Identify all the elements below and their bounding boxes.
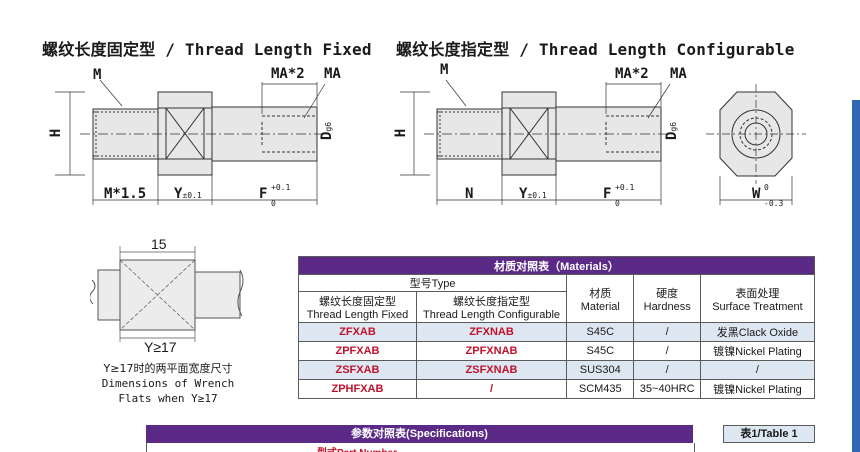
cell-surface: 镀镍Nickel Plating xyxy=(699,379,816,399)
wrench-caption-en2: Flats when Y≥17 xyxy=(118,392,218,405)
cell-fixed: ZPFXAB xyxy=(298,341,417,361)
cell-material: SUS304 xyxy=(566,360,635,380)
dim-n: N xyxy=(465,186,474,202)
cell-hardness: / xyxy=(633,341,701,361)
dim-y-min: Y≥17 xyxy=(144,339,177,355)
wrench-caption: Y≥17时的两平面宽度尺寸 Dimensions of Wrench Flats… xyxy=(68,361,268,406)
fixed-part-drawing xyxy=(55,79,330,205)
cell-surface: / xyxy=(699,360,816,380)
technical-drawing xyxy=(55,79,806,205)
title-thread-fixed: 螺纹长度固定型 / Thread Length Fixed xyxy=(42,40,372,59)
dim-d-fixed: Dg6 xyxy=(319,121,335,140)
cell-hardness: / xyxy=(633,360,701,380)
dim-m-fixed: M xyxy=(93,67,102,83)
specifications-table-title: 参数对照表(Specifications) xyxy=(146,425,693,443)
cell-material: S45C xyxy=(566,341,635,361)
cell-conf: ZSFXNAB xyxy=(415,360,568,380)
cell-surface: 镀镍Nickel Plating xyxy=(699,341,816,361)
configurable-part-drawing xyxy=(400,79,674,205)
model-type-header: 型号Type xyxy=(297,274,568,292)
dim-ma2-fixed: MA*2 xyxy=(271,66,305,82)
cell-fixed: ZFXAB xyxy=(298,322,417,342)
cell-conf: ZPFXNAB xyxy=(415,341,568,361)
dim-m15: M*1.5 xyxy=(104,186,147,202)
cell-fixed: ZPHFXAB xyxy=(298,379,417,399)
dim-ma-fixed: MA xyxy=(324,66,341,82)
table-row: ZSFXAB ZSFXNAB SUS304 / / xyxy=(298,360,816,380)
table-row: ZPHFXAB / SCM435 35~40HRC 镀镍Nickel Plati… xyxy=(298,379,816,399)
materials-table-title: 材质对照表（Materials） xyxy=(298,256,815,275)
wrench-caption-cn: Y≥17时的两平面宽度尺寸 xyxy=(103,362,233,375)
cell-hardness: 35~40HRC xyxy=(633,379,701,399)
dim-m-conf: M xyxy=(440,62,449,78)
cell-hardness: / xyxy=(633,322,701,342)
dim-y-fixed: Y±0.1 xyxy=(174,186,202,202)
cell-fixed: ZSFXAB xyxy=(298,360,417,380)
dim-ma2-conf: MA*2 xyxy=(615,66,649,82)
cell-surface: 发黑Clack Oxide xyxy=(699,322,816,342)
cell-conf: ZFXNAB xyxy=(415,322,568,342)
specifications-table-subheader: 型式Part Number xyxy=(146,443,695,452)
end-view-drawing xyxy=(706,84,806,205)
wrench-flats-drawing xyxy=(90,246,244,342)
wrench-caption-en1: Dimensions of Wrench xyxy=(101,377,235,390)
dim-h-fixed: H xyxy=(48,128,65,138)
dim-h-conf: H xyxy=(393,128,410,138)
dim-15: 15 xyxy=(151,236,167,252)
table1-title: 表1/Table 1 xyxy=(723,425,815,443)
title-thread-configurable: 螺纹长度指定型 / Thread Length Configurable xyxy=(396,40,795,59)
cell-material: S45C xyxy=(566,322,635,342)
page-edge-tab xyxy=(852,100,860,400)
dim-ma-conf: MA xyxy=(670,66,687,82)
dim-d-conf: Dg6 xyxy=(664,121,680,140)
cell-conf: / xyxy=(415,379,568,399)
part-number-header: 型式Part Number xyxy=(317,444,397,452)
page-edge-tab-lower xyxy=(852,400,860,452)
table-row: ZPFXAB ZPFXNAB S45C / 镀镍Nickel Plating xyxy=(298,341,816,361)
dim-y-conf: Y±0.1 xyxy=(519,186,547,202)
table-row: ZFXAB ZFXNAB S45C / 发黑Clack Oxide xyxy=(298,322,816,342)
cell-material: SCM435 xyxy=(566,379,635,399)
